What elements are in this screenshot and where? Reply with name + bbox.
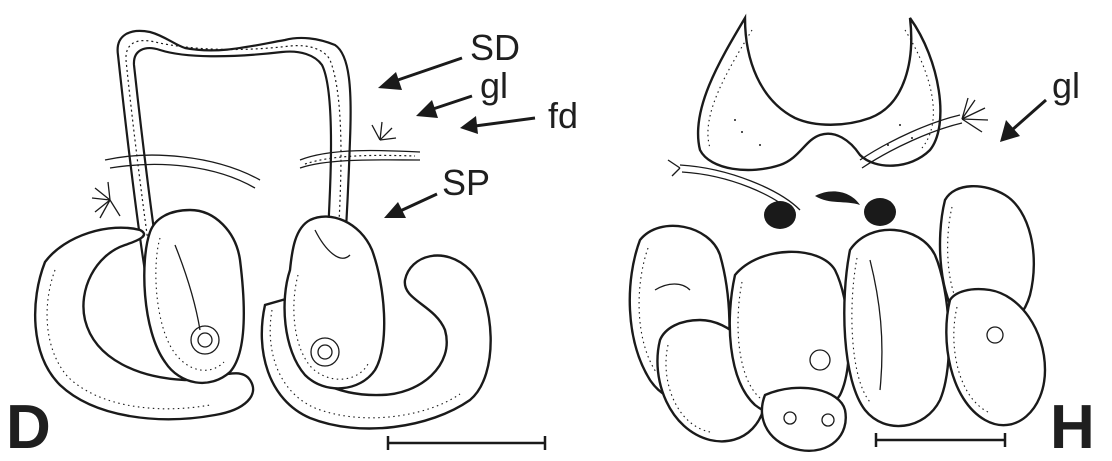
panel-letter-d: D <box>6 393 51 461</box>
panel-d-drawing <box>35 31 491 429</box>
label-gl-left: gl <box>480 65 508 106</box>
panel-h-drawing <box>630 18 1045 451</box>
label-sd: SD <box>470 27 520 68</box>
label-fd: fd <box>548 95 578 136</box>
label-sp: SP <box>442 162 490 203</box>
panel-h-arrows <box>1000 100 1046 142</box>
label-gl-right: gl <box>1052 65 1080 106</box>
panel-letter-h: H <box>1050 393 1095 461</box>
